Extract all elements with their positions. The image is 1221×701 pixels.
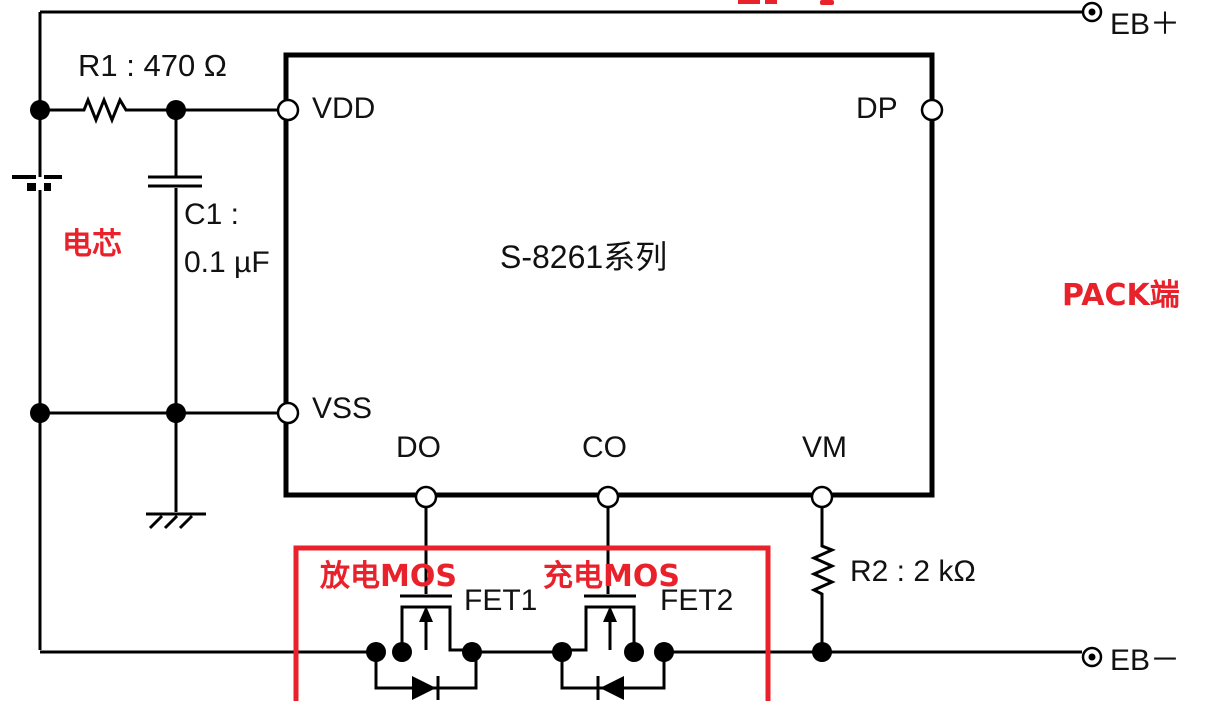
junction-dot bbox=[812, 642, 832, 662]
r2-resistor bbox=[810, 497, 836, 650]
pin-vdd bbox=[276, 98, 300, 122]
junction-dot bbox=[30, 403, 50, 423]
wire-r1 bbox=[40, 95, 288, 125]
r1-label: R1 : 470 Ω bbox=[78, 48, 227, 83]
ic-name: S-8261系列 bbox=[500, 239, 667, 275]
ground-icon bbox=[146, 512, 206, 530]
eb-plus-label: EB＋ bbox=[1110, 8, 1180, 41]
fet2-symbol bbox=[552, 594, 674, 700]
charge-mos-annotation: 充电MOS bbox=[543, 559, 680, 594]
pin-vss-label: VSS bbox=[312, 392, 372, 425]
ic-box bbox=[283, 52, 935, 498]
mos-highlight-box bbox=[293, 545, 771, 701]
pin-vm-label: VM bbox=[802, 431, 847, 464]
discharge-mos-annotation: 放电MOS bbox=[319, 559, 457, 594]
cell-annotation: 电芯 bbox=[62, 227, 122, 262]
pin-co-label: CO bbox=[582, 431, 627, 464]
eb-minus-label: EB－ bbox=[1110, 644, 1180, 677]
red-text-cut-top bbox=[738, 0, 834, 5]
pin-vm bbox=[810, 485, 834, 509]
pin-co bbox=[596, 485, 620, 509]
capacitor-plates bbox=[148, 175, 202, 188]
fet1-symbol bbox=[366, 594, 482, 700]
c1-label-line1: C1 : bbox=[184, 198, 239, 231]
pin-do-label: DO bbox=[396, 431, 441, 464]
pin-vdd-label: VDD bbox=[312, 92, 375, 125]
r2-label: R2 : 2 kΩ bbox=[850, 555, 976, 588]
pack-annotation: PACK端 bbox=[1062, 278, 1180, 313]
pin-vss bbox=[276, 401, 300, 425]
fet1-label: FET1 bbox=[464, 584, 537, 617]
pin-dp-label: DP bbox=[856, 92, 898, 125]
pin-do bbox=[414, 485, 438, 509]
fet2-label: FET2 bbox=[660, 584, 733, 617]
c1-label-line2: 0.1 µF bbox=[184, 246, 270, 279]
pin-dp bbox=[920, 98, 944, 122]
junction-dot bbox=[166, 403, 186, 423]
